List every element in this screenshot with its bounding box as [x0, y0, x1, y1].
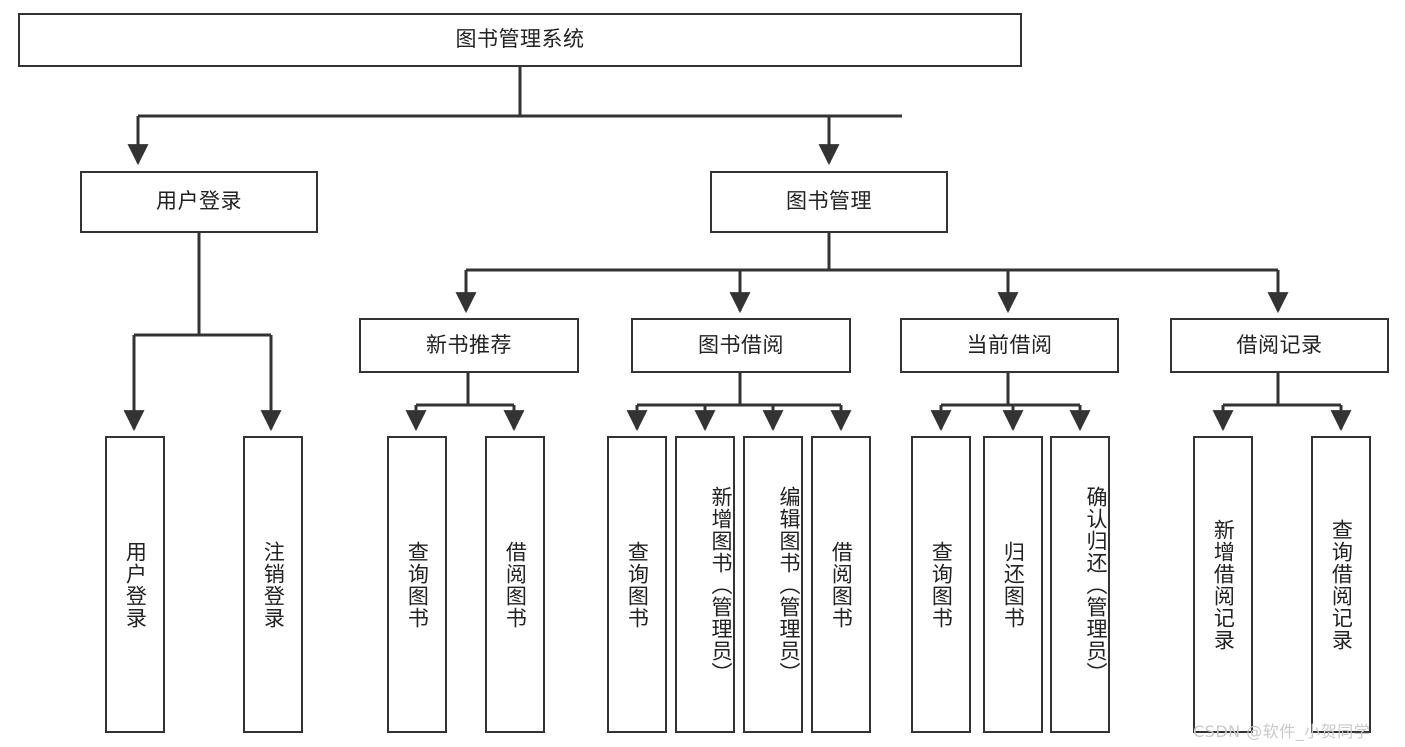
- node-current-borrow-label: 当前借阅: [966, 332, 1053, 357]
- leaf-newbook-query-books[interactable]: 查询图书: [387, 436, 447, 733]
- leaf-newbook-query-books-label: 查询图书: [405, 540, 430, 629]
- node-root[interactable]: 图书管理系统: [18, 13, 1022, 67]
- leaf-user-login[interactable]: 用户登录: [105, 436, 165, 733]
- leaf-newbook-borrow-books[interactable]: 借阅图书: [485, 436, 545, 733]
- leaf-current-confirm-return-admin-label: 确认归还（管理员）: [1084, 485, 1108, 684]
- leaf-borrow-edit-book-admin[interactable]: 编辑图书（管理员）: [743, 436, 803, 733]
- leaf-borrow-edit-book-admin-label: 编辑图书（管理员）: [777, 485, 801, 684]
- node-root-label: 图书管理系统: [455, 27, 585, 52]
- leaf-borrow-add-book-admin-label: 新增图书（管理员）: [709, 485, 733, 684]
- leaf-borrow-query-books-label: 查询图书: [625, 540, 650, 629]
- node-book-management[interactable]: 图书管理: [710, 171, 948, 233]
- node-current-borrow[interactable]: 当前借阅: [900, 318, 1119, 373]
- leaf-user-login-label: 用户登录: [123, 540, 148, 629]
- leaf-user-logout[interactable]: 注销登录: [243, 436, 303, 733]
- leaf-records-query-record-label: 查询借阅记录: [1329, 518, 1354, 651]
- node-book-borrow-label: 图书借阅: [698, 332, 784, 357]
- csdn-watermark: CSDN @软件_小贺同学: [1193, 722, 1371, 741]
- leaf-borrow-query-books[interactable]: 查询图书: [607, 436, 667, 733]
- node-borrow-records-label: 借阅记录: [1236, 332, 1323, 357]
- node-user-login[interactable]: 用户登录: [80, 171, 318, 233]
- leaf-records-add-record[interactable]: 新增借阅记录: [1193, 436, 1253, 733]
- leaf-borrow-add-book-admin[interactable]: 新增图书（管理员）: [675, 436, 735, 733]
- leaf-current-confirm-return-admin[interactable]: 确认归还（管理员）: [1050, 436, 1110, 733]
- leaf-current-return-books-label: 归还图书: [1001, 540, 1026, 629]
- node-book-borrow[interactable]: 图书借阅: [631, 318, 851, 373]
- node-new-book-recommend-label: 新书推荐: [426, 332, 512, 357]
- node-borrow-records[interactable]: 借阅记录: [1170, 318, 1389, 373]
- leaf-borrow-lend-books-label: 借阅图书: [829, 540, 854, 629]
- leaf-current-return-books[interactable]: 归还图书: [983, 436, 1043, 733]
- leaf-user-logout-label: 注销登录: [261, 540, 286, 629]
- node-book-management-label: 图书管理: [786, 189, 872, 214]
- leaf-records-query-record[interactable]: 查询借阅记录: [1311, 436, 1371, 733]
- node-user-login-label: 用户登录: [156, 189, 242, 214]
- leaf-records-add-record-label: 新增借阅记录: [1211, 518, 1236, 651]
- node-new-book-recommend[interactable]: 新书推荐: [359, 318, 579, 373]
- leaf-current-query-books[interactable]: 查询图书: [911, 436, 971, 733]
- leaf-current-query-books-label: 查询图书: [929, 540, 954, 629]
- leaf-borrow-lend-books[interactable]: 借阅图书: [811, 436, 871, 733]
- leaf-newbook-borrow-books-label: 借阅图书: [503, 540, 528, 629]
